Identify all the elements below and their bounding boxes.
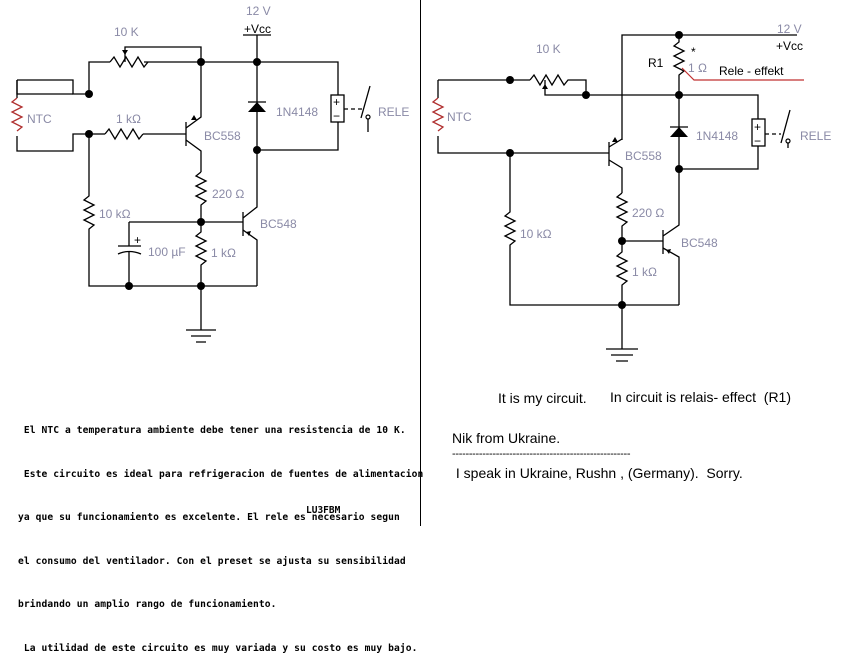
pot-resistor-right (529, 73, 587, 95)
relay-coil-right (751, 118, 766, 147)
r1-asterisk: * (691, 45, 696, 59)
description-line: El NTC a temperatura ambiente debe tener… (18, 425, 406, 436)
collector-resistor (194, 171, 208, 222)
note-separator: ----------------------------------------… (452, 448, 631, 460)
capacitor-label: 100 µF (148, 245, 186, 259)
diode-label-right: 1N4148 (696, 129, 738, 143)
collector-resistor-right (615, 192, 629, 241)
q2-label-right: BC548 (681, 236, 718, 250)
bottom-resistor-right (615, 241, 629, 305)
panel-divider (420, 0, 421, 526)
r1-note-line (681, 67, 804, 81)
ntc-wire-bottom (16, 133, 89, 152)
relay-switch-right (780, 109, 791, 144)
relay-plus-right: + (754, 120, 761, 134)
base-resistor (104, 127, 144, 141)
author-signature: LU3FBM (306, 505, 341, 516)
description-line: el consumo del ventilador. Con el preset… (18, 555, 406, 567)
ntc-resistor-right (431, 97, 445, 132)
ntc-lead-top (16, 80, 73, 95)
description-line: brindando un amplio rango de funcionamie… (18, 599, 277, 610)
description-line: ya que su funcionamiento es excelente. E… (18, 512, 400, 523)
capacitor-plus: + (134, 233, 141, 247)
bottom-resistor-label: 1 kΩ (211, 246, 236, 260)
relay-switch (360, 85, 371, 119)
q2-label: BC548 (260, 217, 297, 231)
supply-voltage: 12 V (246, 4, 271, 18)
diode-symbol (248, 102, 266, 112)
collector-resistor-label: 220 Ω (212, 187, 244, 201)
diode-label: 1N4148 (276, 105, 318, 119)
supply-voltage-right: 12 V (777, 22, 802, 36)
ntc-label-right: NTC (447, 110, 472, 124)
ground-icon (186, 329, 216, 343)
ground-icon-right (606, 348, 638, 362)
r1-note: Rele - effekt (719, 64, 784, 78)
bottom-resistor-label-right: 1 kΩ (632, 265, 657, 279)
q1-label: BC558 (204, 129, 241, 143)
description-line: La utilidad de este circuito es muy vari… (18, 642, 418, 654)
relay-minus: − (333, 109, 340, 123)
diode-symbol-right (670, 127, 688, 137)
description-line: Este circuito es ideal para refrigeracio… (18, 468, 424, 480)
note-line-1: It is my circuit. (498, 390, 587, 406)
pulldown-resistor (82, 134, 257, 287)
q1-label-right: BC558 (625, 149, 662, 163)
spanish-description: El NTC a temperatura ambiente debe tener… (18, 395, 423, 671)
left-schematic: NTC 10 K 12 V +Vcc 1N4148 + − RELE 1 kΩ … (10, 4, 409, 343)
supply-label-right: +Vcc (776, 39, 803, 53)
note-line-2: In circuit is relais- effect (R1) (610, 389, 792, 405)
relay-minus-right: − (754, 134, 761, 148)
note-line-3: Nik from Ukraine. (452, 430, 561, 446)
r1-label: R1 (648, 56, 664, 70)
ntc-resistor (10, 97, 24, 132)
ntc-wire-top (17, 79, 89, 95)
pot-resistor (109, 55, 149, 69)
relay-label-right: RELE (800, 129, 831, 143)
relay-label: RELE (378, 105, 409, 119)
capacitor-plate-bottom (117, 250, 142, 255)
pot-label: 10 K (114, 25, 139, 39)
pulldown-resistor-label-right: 10 kΩ (520, 227, 552, 241)
r1-value: 1 Ω (688, 61, 707, 75)
collector-resistor-label-right: 220 Ω (632, 206, 664, 220)
junction-dots-right (506, 31, 683, 309)
pulldown-resistor-label: 10 kΩ (99, 207, 131, 221)
pot-label-right: 10 K (536, 42, 561, 56)
junction-dots (85, 58, 261, 290)
base-resistor-label: 1 kΩ (116, 112, 141, 126)
supply-label: +Vcc (244, 22, 271, 36)
pulldown-resistor-right (503, 153, 679, 306)
relay-plus: + (333, 95, 340, 109)
r1-resistor (672, 35, 686, 95)
bottom-resistor (194, 222, 208, 286)
ntc-label: NTC (27, 112, 52, 126)
note-line-4: I speak in Ukraine, Rushn , (Germany). S… (452, 465, 743, 481)
